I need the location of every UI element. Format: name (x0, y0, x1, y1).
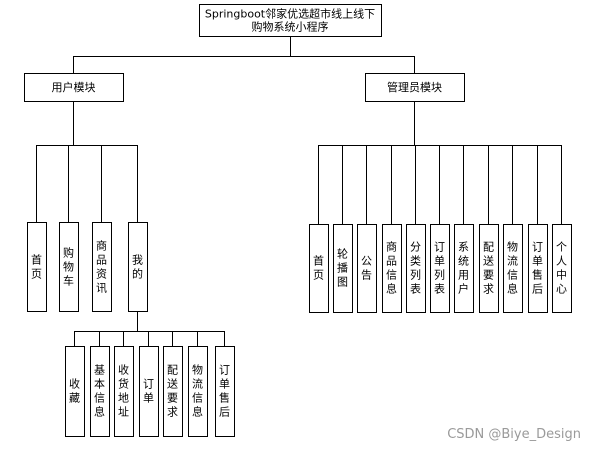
user-child-node: 首页 (27, 222, 47, 312)
admin-child-label: 物流信息 (507, 240, 518, 296)
root-title-line: Springboot邻家优选超市线上线下 (205, 7, 375, 21)
user-child-label: 商品资讯 (96, 239, 107, 295)
my-child-node: 收货地址 (114, 346, 134, 437)
root-node: Springboot邻家优选超市线上线下购物系统小程序 (199, 4, 382, 37)
admin-child-node: 分类列表 (406, 224, 426, 313)
admin-child-label: 商品信息 (386, 240, 397, 296)
admin-child-label: 公告 (361, 255, 372, 282)
user-child-label: 购物车 (63, 246, 74, 288)
csdn-watermark: CSDN @Biye_Design (447, 427, 581, 442)
admin-child-node: 配送要求 (479, 224, 499, 313)
user-module-label: 用户模块 (52, 80, 96, 94)
my-child-label: 收藏 (69, 377, 80, 405)
my-child-node: 订单 (139, 346, 159, 437)
admin-child-label: 分类列表 (410, 241, 421, 296)
user-module-node: 用户模块 (24, 73, 124, 102)
my-child-node: 收藏 (65, 346, 85, 437)
my-child-node: 订单售后 (215, 346, 235, 437)
admin-module-node: 管理员模块 (365, 73, 465, 102)
admin-child-label: 首页 (313, 254, 324, 282)
user-child-node: 购物车 (59, 222, 79, 312)
admin-child-node: 首页 (309, 224, 329, 313)
admin-child-label: 个人中心 (556, 241, 567, 296)
my-child-node: 配送要求 (163, 346, 183, 437)
admin-module-label: 管理员模块 (387, 80, 442, 94)
admin-child-label: 轮播图 (337, 247, 348, 289)
user-child-node: 商品资讯 (92, 222, 112, 312)
root-title-line: 购物系统小程序 (252, 20, 329, 34)
root-title: Springboot邻家优选超市线上线下购物系统小程序 (205, 7, 375, 34)
my-child-node: 物流信息 (188, 346, 208, 437)
admin-child-label: 配送要求 (483, 241, 494, 296)
my-child-label: 订单 (143, 378, 154, 405)
admin-child-node: 公告 (357, 224, 377, 313)
admin-child-label: 订单列表 (434, 241, 445, 296)
user-child-label: 首页 (31, 253, 42, 281)
my-child-label: 收货地址 (118, 363, 129, 419)
admin-child-node: 订单列表 (430, 224, 450, 313)
my-child-label: 基本信息 (94, 364, 105, 419)
admin-child-node: 个人中心 (552, 224, 572, 313)
admin-child-node: 订单售后 (528, 224, 548, 313)
my-child-node: 基本信息 (90, 346, 110, 437)
admin-child-node: 商品信息 (382, 224, 402, 313)
admin-child-node: 系统用户 (454, 224, 474, 313)
user-child-node: 我的 (128, 222, 148, 312)
admin-child-node: 物流信息 (503, 224, 523, 313)
my-child-label: 配送要求 (167, 364, 178, 419)
my-child-label: 订单售后 (219, 364, 230, 419)
admin-child-label: 订单售后 (532, 241, 543, 296)
admin-child-label: 系统用户 (458, 241, 469, 296)
user-child-label: 我的 (132, 254, 143, 281)
admin-child-node: 轮播图 (333, 224, 353, 313)
my-child-label: 物流信息 (192, 363, 203, 419)
